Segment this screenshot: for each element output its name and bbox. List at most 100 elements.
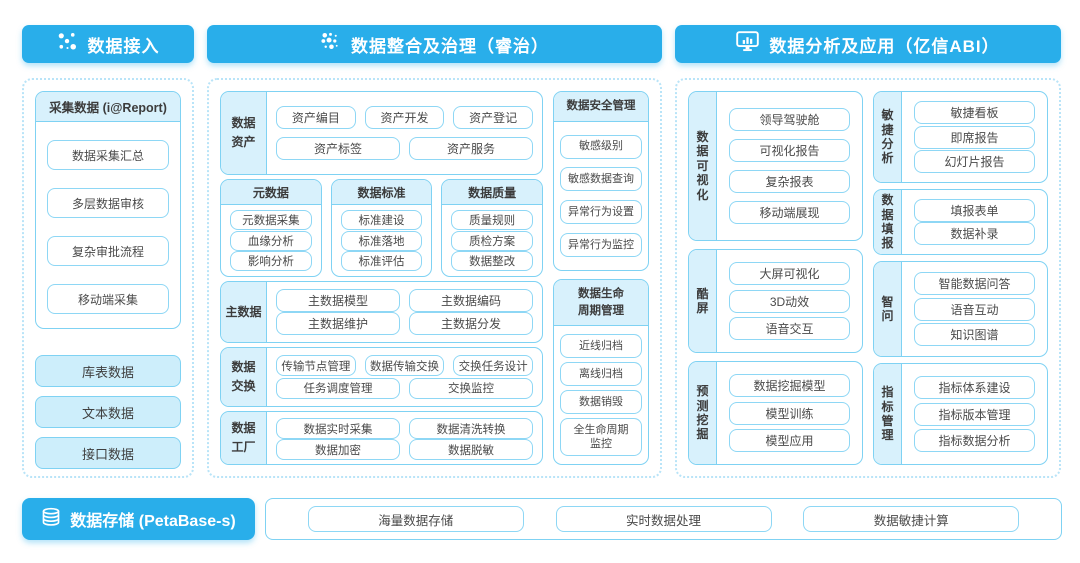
module-chip: 可视化报告: [729, 139, 850, 162]
group-label: 预 测 挖 掘: [689, 362, 717, 464]
module-chip: 离线归档: [560, 362, 642, 387]
group-label: 智 问: [874, 262, 902, 356]
group-data-quality: 数据质量 质量规则 质检方案 数据整改: [441, 179, 544, 277]
group-label: 酷 屏: [689, 250, 717, 352]
group-body: 数据采集汇总 多层数据审核 复杂审批流程 移动端采集: [36, 140, 180, 328]
group-label: 指 标 管 理: [874, 364, 902, 464]
module-chip: 语音交互: [729, 316, 850, 340]
module-chip: 质检方案: [451, 230, 534, 251]
group-cool-screen: 酷 屏 大屏可视化 3D动效 语音交互: [688, 249, 863, 353]
header-label: 数据接入: [87, 36, 160, 56]
module-chip: 主数据维护: [276, 312, 400, 336]
group-metadata: 元数据 元数据采集 血缘分析 影响分析: [220, 179, 322, 277]
module-chip: 数据脱敏: [409, 439, 533, 460]
header-label: 数据分析及应用（亿信ABI）: [769, 36, 1000, 56]
module-chip: 敏感级别: [560, 134, 642, 159]
module-chip: 领导驾驶舱: [729, 108, 850, 131]
module-chip: 资产服务: [409, 137, 533, 160]
module-chip: 主数据模型: [276, 288, 400, 312]
module-chip: 资产编目: [276, 106, 356, 129]
module-chip: 填报表单: [914, 198, 1035, 222]
module-chip: 资产登记: [453, 106, 534, 129]
module-chip: 复杂审批流程: [47, 236, 169, 266]
header-data-governance: 数据整合及治理（睿治）: [207, 25, 662, 63]
storage-header: 数据存储 (PetaBase-s): [22, 498, 255, 540]
analysis-left-column: 数 据 可 视 化 领导驾驶舱 可视化报告 复杂报表 移动端展现 酷 屏 大屏可…: [688, 91, 863, 465]
group-title: 采集数据 (i@Report): [36, 92, 180, 122]
module-chip: 标准建设: [340, 209, 423, 230]
module-chip: 数据传输交换: [364, 355, 445, 377]
module-chip: 智能数据问答: [914, 272, 1035, 296]
group-label: 数据 工厂: [221, 412, 267, 464]
module-chip: 全生命周期 监控: [560, 418, 642, 457]
dots-cluster-icon: [57, 31, 78, 57]
group-label: 主数据: [221, 282, 267, 342]
module-chip: 指标版本管理: [914, 402, 1035, 426]
module-chip: 传输节点管理: [276, 355, 356, 377]
panel-data-analysis: 数 据 可 视 化 领导驾驶舱 可视化报告 复杂报表 移动端展现 酷 屏 大屏可…: [675, 78, 1061, 478]
module-chip: 大屏可视化: [729, 262, 850, 286]
module-chip: 多层数据审核: [47, 188, 169, 218]
group-predictive-mining: 预 测 挖 掘 数据挖掘模型 模型训练 模型应用: [688, 361, 863, 465]
module-chip: 移动端采集: [47, 284, 169, 314]
header-data-access: 数据接入: [22, 25, 194, 63]
column-data-analysis: 数据分析及应用（亿信ABI） 数 据 可 视 化 领导驾驶舱 可视化报告 复杂报…: [675, 25, 1061, 478]
header-data-analysis: 数据分析及应用（亿信ABI）: [675, 25, 1061, 63]
column-data-governance: 数据整合及治理（睿治） 数据 资产 资产编目 资产开发 资产登记: [207, 25, 662, 478]
storage-capabilities: 海量数据存储 实时数据处理 数据敏捷计算: [265, 498, 1062, 540]
group-data-lifecycle: 数据生命 周期管理 近线归档 离线归档 数据销毁 全生命周期 监控: [553, 279, 649, 465]
monitor-chart-icon: [736, 31, 760, 57]
storage-label: 数据存储 (PetaBase-s): [70, 513, 236, 530]
module-chip: 元数据采集: [230, 209, 312, 230]
source-chip: 文本数据: [35, 396, 181, 428]
module-chip: 幻灯片报告: [914, 149, 1035, 173]
group-title: 数据安全管理: [554, 92, 648, 122]
analysis-right-column: 敏 捷 分 析 敏捷看板 即席报告 幻灯片报告 数 据 填 报 填报表单 数据补…: [873, 91, 1048, 465]
group-data-standard: 数据标准 标准建设 标准落地 标准评估: [330, 179, 433, 277]
module-chip: 3D动效: [729, 289, 850, 313]
group-data-exchange: 数据 交换 传输节点管理 数据传输交换 交换任务设计 任务调度管理 交换监控: [220, 347, 543, 407]
halftone-dots-icon: [320, 31, 341, 57]
group-label: 数据 资产: [221, 92, 267, 174]
module-chip: 数据采集汇总: [47, 140, 169, 170]
group-title: 元数据: [221, 180, 321, 205]
module-chip: 数据敏捷计算: [803, 506, 1020, 532]
module-chip: 资产开发: [364, 106, 445, 129]
module-chip: 资产标签: [276, 137, 400, 160]
group-agile-analysis: 敏 捷 分 析 敏捷看板 即席报告 幻灯片报告: [873, 91, 1048, 183]
group-data-security: 数据安全管理 敏感级别 敏感数据查询 异常行为设置 异常行为监控: [553, 91, 649, 271]
architecture-diagram: 数据接入 采集数据 (i@Report) 数据采集汇总 多层数据审核 复杂审批流…: [22, 25, 1062, 478]
group-title: 数据质量: [442, 180, 543, 205]
storage-row: 数据存储 (PetaBase-s) 海量数据存储 实时数据处理 数据敏捷计算: [22, 498, 1062, 540]
group-label: 数 据 可 视 化: [689, 92, 717, 240]
module-chip: 模型训练: [729, 401, 850, 425]
group-title: 数据标准: [331, 180, 432, 205]
module-chip: 主数据分发: [409, 312, 533, 336]
module-chip: 标准落地: [340, 230, 423, 251]
column-data-access: 数据接入 采集数据 (i@Report) 数据采集汇总 多层数据审核 复杂审批流…: [22, 25, 194, 478]
panel-data-access: 采集数据 (i@Report) 数据采集汇总 多层数据审核 复杂审批流程 移动端…: [22, 78, 194, 478]
module-chip: 数据清洗转换: [409, 418, 533, 439]
governance-side-area: 数据安全管理 敏感级别 敏感数据查询 异常行为设置 异常行为监控 数据生命 周期…: [553, 91, 649, 465]
module-chip: 数据整改: [451, 251, 534, 272]
group-data-factory: 数据 工厂 数据实时采集 数据清洗转换 数据加密 数据脱敏: [220, 411, 543, 465]
module-chip: 即席报告: [914, 125, 1035, 149]
module-chip: 标准评估: [340, 251, 423, 272]
module-chip: 复杂报表: [729, 170, 850, 193]
module-chip: 指标数据分析: [914, 429, 1035, 453]
module-chip: 知识图谱: [914, 322, 1035, 346]
module-chip: 质量规则: [451, 209, 534, 230]
module-chip: 异常行为设置: [560, 200, 642, 225]
module-chip: 异常行为监控: [560, 233, 642, 258]
module-chip: 数据销毁: [560, 390, 642, 415]
module-chip: 交换任务设计: [453, 355, 534, 377]
database-icon: [41, 507, 61, 532]
group-indicator-management: 指 标 管 理 指标体系建设 指标版本管理 指标数据分析: [873, 363, 1048, 465]
source-chip: 库表数据: [35, 355, 181, 387]
group-smart-ask: 智 问 智能数据问答 语音互动 知识图谱: [873, 261, 1048, 357]
group-title: 数据生命 周期管理: [554, 280, 648, 327]
governance-triple-row: 元数据 元数据采集 血缘分析 影响分析 数据标准 标准建设 标准落地: [220, 179, 544, 277]
group-data-filling: 数 据 填 报 填报表单 数据补录: [873, 189, 1048, 255]
group-data-asset: 数据 资产 资产编目 资产开发 资产登记 资产标签 资产服务: [220, 91, 543, 175]
group-collect-data: 采集数据 (i@Report) 数据采集汇总 多层数据审核 复杂审批流程 移动端…: [35, 91, 181, 329]
